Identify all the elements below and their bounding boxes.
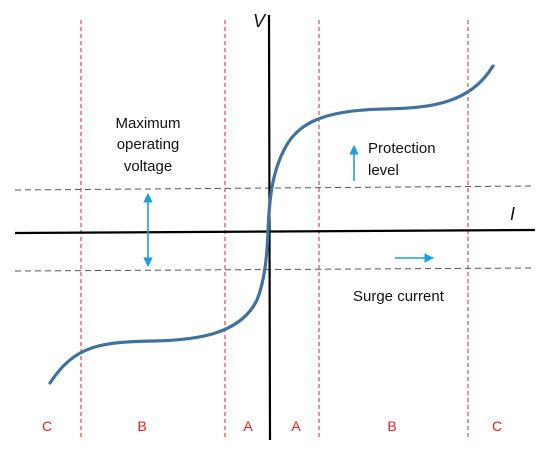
region-labels: C B A A B C <box>42 418 502 434</box>
max-voltage-line-1: Maximum <box>115 115 180 132</box>
protection-level-line-1: Protection <box>368 140 436 157</box>
protection-level-line-2: level <box>368 162 399 179</box>
max-voltage-line-3: voltage <box>124 158 172 175</box>
surge-current-label: Surge current <box>353 288 445 305</box>
region-label: A <box>291 418 301 434</box>
region-label: A <box>243 418 253 434</box>
voltage-levels <box>14 185 536 272</box>
region-label: B <box>387 418 396 434</box>
region-label: C <box>42 418 52 434</box>
lower-level-line <box>14 267 536 272</box>
region-label: C <box>492 418 502 434</box>
vi-curve <box>48 64 495 385</box>
region-label: B <box>137 418 146 434</box>
max-voltage-line-2: operating <box>117 136 180 153</box>
v-axis-label: V <box>253 11 267 31</box>
horizontal-axis <box>14 228 536 235</box>
i-axis-label: I <box>510 204 515 224</box>
upper-level-line <box>14 185 536 191</box>
protection-level-label: Protection level <box>368 140 436 179</box>
max-operating-voltage-label: Maximum operating voltage <box>115 115 180 175</box>
